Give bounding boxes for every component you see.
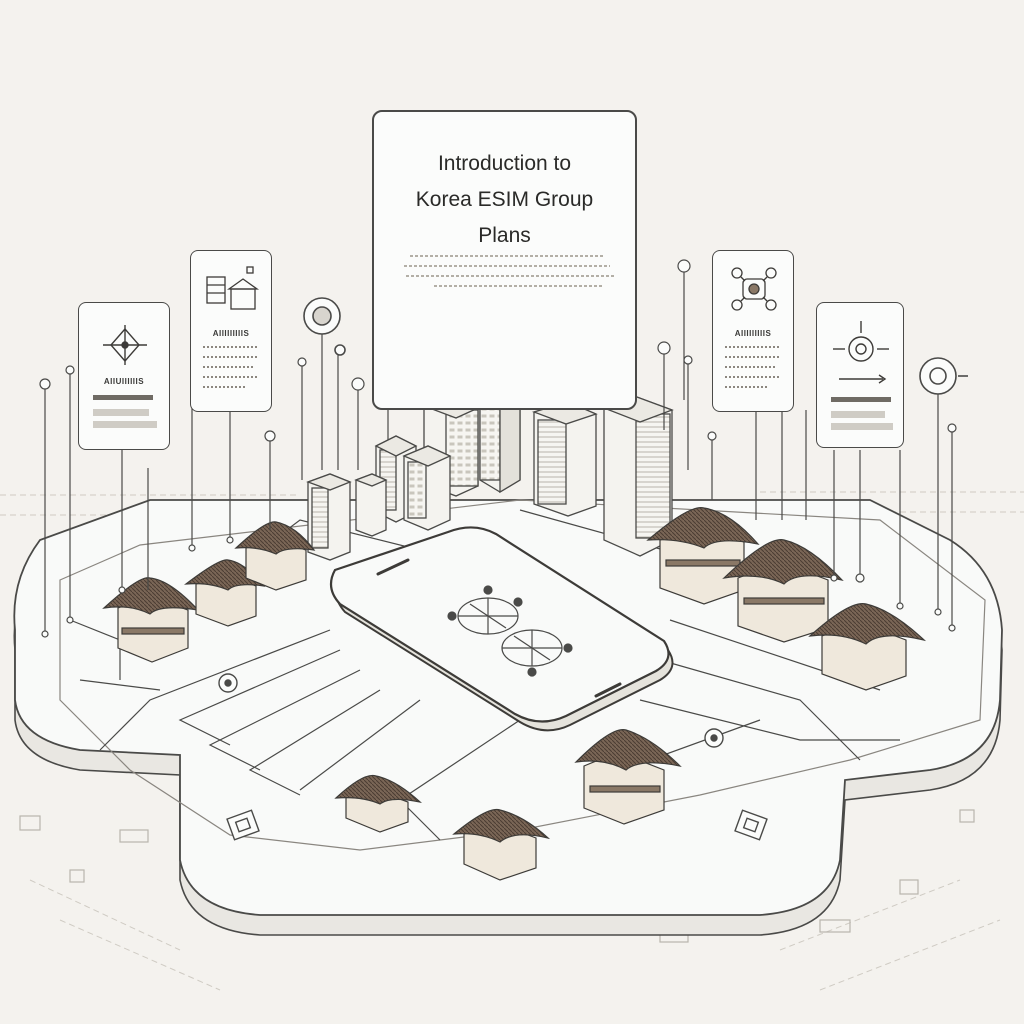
- connector-dot-icon: [297, 357, 307, 367]
- card-label: AIIIIIIIIIS: [734, 329, 772, 338]
- card-text-lines: [831, 397, 893, 430]
- info-card-upper-left: AIIIIIIIIIS: [190, 250, 272, 412]
- connector-dot-icon: [947, 423, 957, 433]
- chip-icons: [226, 809, 768, 841]
- hanok-building-icon: [574, 729, 682, 825]
- connector-dot-icon: [39, 378, 51, 390]
- trace-nodes: [218, 673, 724, 748]
- skyscrapers: [306, 329, 674, 561]
- info-card-left: AIIUIIIIIIS: [78, 302, 170, 450]
- hanok-building-icon: [102, 577, 200, 663]
- crosshair-icon: [103, 325, 147, 365]
- title-line-2: Korea ESIM Group: [415, 188, 594, 211]
- card-label: AIIUIIIIIIS: [103, 377, 145, 386]
- title-line-1: Introduction to: [437, 152, 572, 175]
- hanok-building-icon: [808, 603, 927, 691]
- skyscraper-icon: [354, 473, 388, 537]
- hanok-building-icon: [334, 774, 422, 833]
- card-text-lines: [725, 346, 781, 388]
- connector-dot-icon: [657, 341, 671, 355]
- hanok-building-icon: [234, 521, 316, 591]
- skyscraper-icon: [602, 395, 674, 557]
- target-icon: [303, 297, 341, 335]
- connector-dot-icon: [707, 431, 717, 441]
- card-text-lines: [203, 346, 259, 388]
- background-traces: [0, 491, 1024, 991]
- info-card-right: [816, 302, 904, 448]
- hanok-building-icon: [722, 539, 844, 643]
- target-icon: [334, 344, 346, 356]
- connector-dot-icon: [683, 355, 693, 365]
- building-sketch-icon: [206, 266, 260, 310]
- target-icons: [303, 297, 968, 395]
- card-label: AIIIIIIIIIS: [212, 329, 250, 338]
- connector-dot-icon: [65, 365, 75, 375]
- title-card-placeholder-lines: [404, 255, 614, 287]
- connector-dot-icon: [677, 259, 691, 273]
- title-line-3: Plans: [478, 224, 531, 247]
- skyscraper-icon: [306, 473, 352, 561]
- card-text-lines: [93, 395, 157, 428]
- title-card: Introduction to Korea ESIM Group Plans: [372, 110, 637, 410]
- network-node-icon: [731, 267, 777, 311]
- network-node-icon: [447, 585, 573, 677]
- skyscraper-icon: [402, 445, 452, 531]
- skyscraper-icon: [531, 401, 598, 517]
- hanok-building-icon: [646, 507, 760, 605]
- page-title: Introduction to Korea ESIM Group Plans: [374, 146, 635, 254]
- smartphone-icon[interactable]: [329, 526, 674, 732]
- hanok-building-icon: [452, 808, 551, 881]
- hanok-building-icon: [184, 559, 266, 627]
- info-card-upper-right: AIIIIIIIIIS: [712, 250, 794, 412]
- hanok-buildings: [102, 507, 927, 881]
- connector-dot-icon: [351, 377, 365, 391]
- target-icon: [919, 357, 957, 395]
- connector-dot-icon: [264, 430, 276, 442]
- target-icon: [833, 321, 889, 384]
